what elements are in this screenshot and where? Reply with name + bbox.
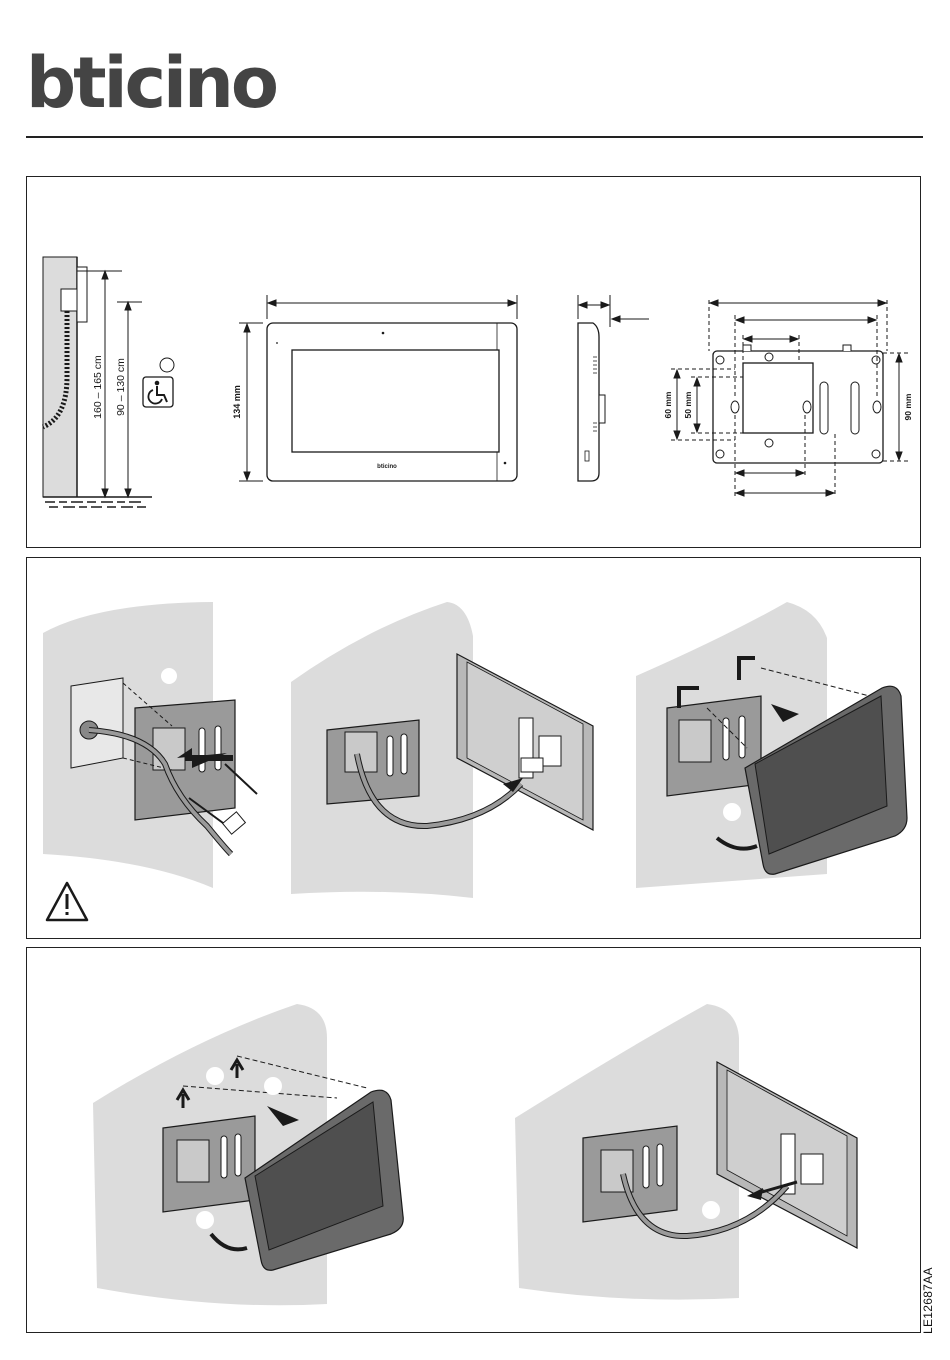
removal-step-disconnect: [515, 1004, 857, 1300]
device-depth-dimension: [578, 295, 649, 327]
device-height-label: 134 mm: [232, 385, 242, 419]
installation-panel: [26, 557, 921, 939]
step-marker-circle: [160, 358, 174, 372]
install-step-wallbox: [43, 602, 257, 888]
bracket-90-label: 90 mm: [903, 393, 913, 420]
document-code: LE12687AA: [921, 1267, 935, 1334]
height-standard-label: 160 – 165 cm: [92, 355, 104, 419]
wheelchair-icon: [143, 377, 173, 407]
device-height-dimension: [239, 323, 263, 481]
header-rule: [26, 136, 923, 138]
warning-triangle-icon: [47, 883, 87, 920]
device-front-view: [267, 323, 517, 481]
removal-step-unhook: [93, 1004, 403, 1305]
device-side-view: [578, 323, 605, 481]
device-front-brand: bticino: [377, 464, 397, 470]
dimensions-drawing: 160 – 165 cm 90 – 130 cm bticino: [27, 177, 922, 549]
install-step-hook: [636, 602, 907, 888]
bracket-60-label: 60 mm: [663, 391, 673, 418]
dimensions-panel: 160 – 165 cm 90 – 130 cm bticino: [26, 176, 921, 548]
removal-drawing: [27, 948, 922, 1334]
device-width-dimension: [267, 295, 517, 319]
height-accessible-label: 90 – 130 cm: [115, 358, 127, 416]
brand-logo: bticino: [26, 48, 276, 118]
removal-panel: [26, 947, 921, 1333]
install-step-connect: [291, 602, 593, 898]
bracket-view: [713, 345, 883, 463]
installation-drawing: [27, 558, 922, 940]
bracket-50-label: 50 mm: [683, 391, 693, 418]
